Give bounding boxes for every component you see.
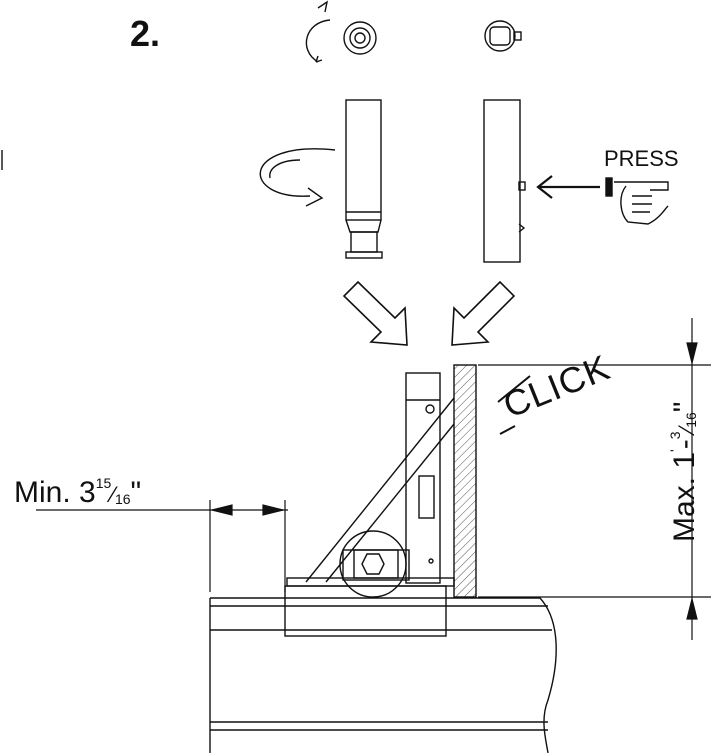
- max-slash: ⁄: [674, 427, 699, 432]
- washer-icon: [343, 21, 377, 55]
- max-unit: ": [668, 401, 701, 413]
- min-slash: ⁄: [111, 482, 115, 507]
- bracket-assembly: [286, 364, 477, 598]
- press-arrow-icon: [536, 175, 600, 199]
- min-numerator: 15: [95, 475, 112, 491]
- max-dimension-label: Max. 1'-3⁄16": [667, 401, 701, 542]
- click-marks: [497, 375, 531, 435]
- base-beam: [209, 585, 557, 753]
- rotate-arrow-icon: [305, 0, 331, 63]
- min-prefix: Min. 3: [14, 476, 96, 509]
- min-dimension-label: Min. 315⁄16": [14, 476, 141, 508]
- max-foot: ': [667, 449, 683, 452]
- max-prefix: Max. 1: [668, 451, 701, 542]
- step-number: 2.: [130, 13, 161, 54]
- insert-arrow-left-icon: [342, 280, 408, 346]
- insert-arrow-right-icon: [451, 280, 516, 346]
- max-dimension-lines: [478, 318, 711, 640]
- tube-component-right: [483, 99, 526, 263]
- press-label: PRESS: [604, 146, 679, 171]
- min-dimension-lines: [36, 500, 288, 592]
- press-hand-icon: [605, 177, 669, 225]
- max-dash: -: [668, 439, 701, 450]
- tube-component-left: [345, 99, 383, 259]
- rotate-around-icon: [259, 148, 336, 207]
- lock-nut-icon: [484, 20, 522, 52]
- min-denominator: 16: [114, 491, 131, 507]
- max-numerator: 3: [667, 431, 683, 440]
- max-denominator: 16: [683, 412, 699, 428]
- min-unit: ": [130, 476, 142, 509]
